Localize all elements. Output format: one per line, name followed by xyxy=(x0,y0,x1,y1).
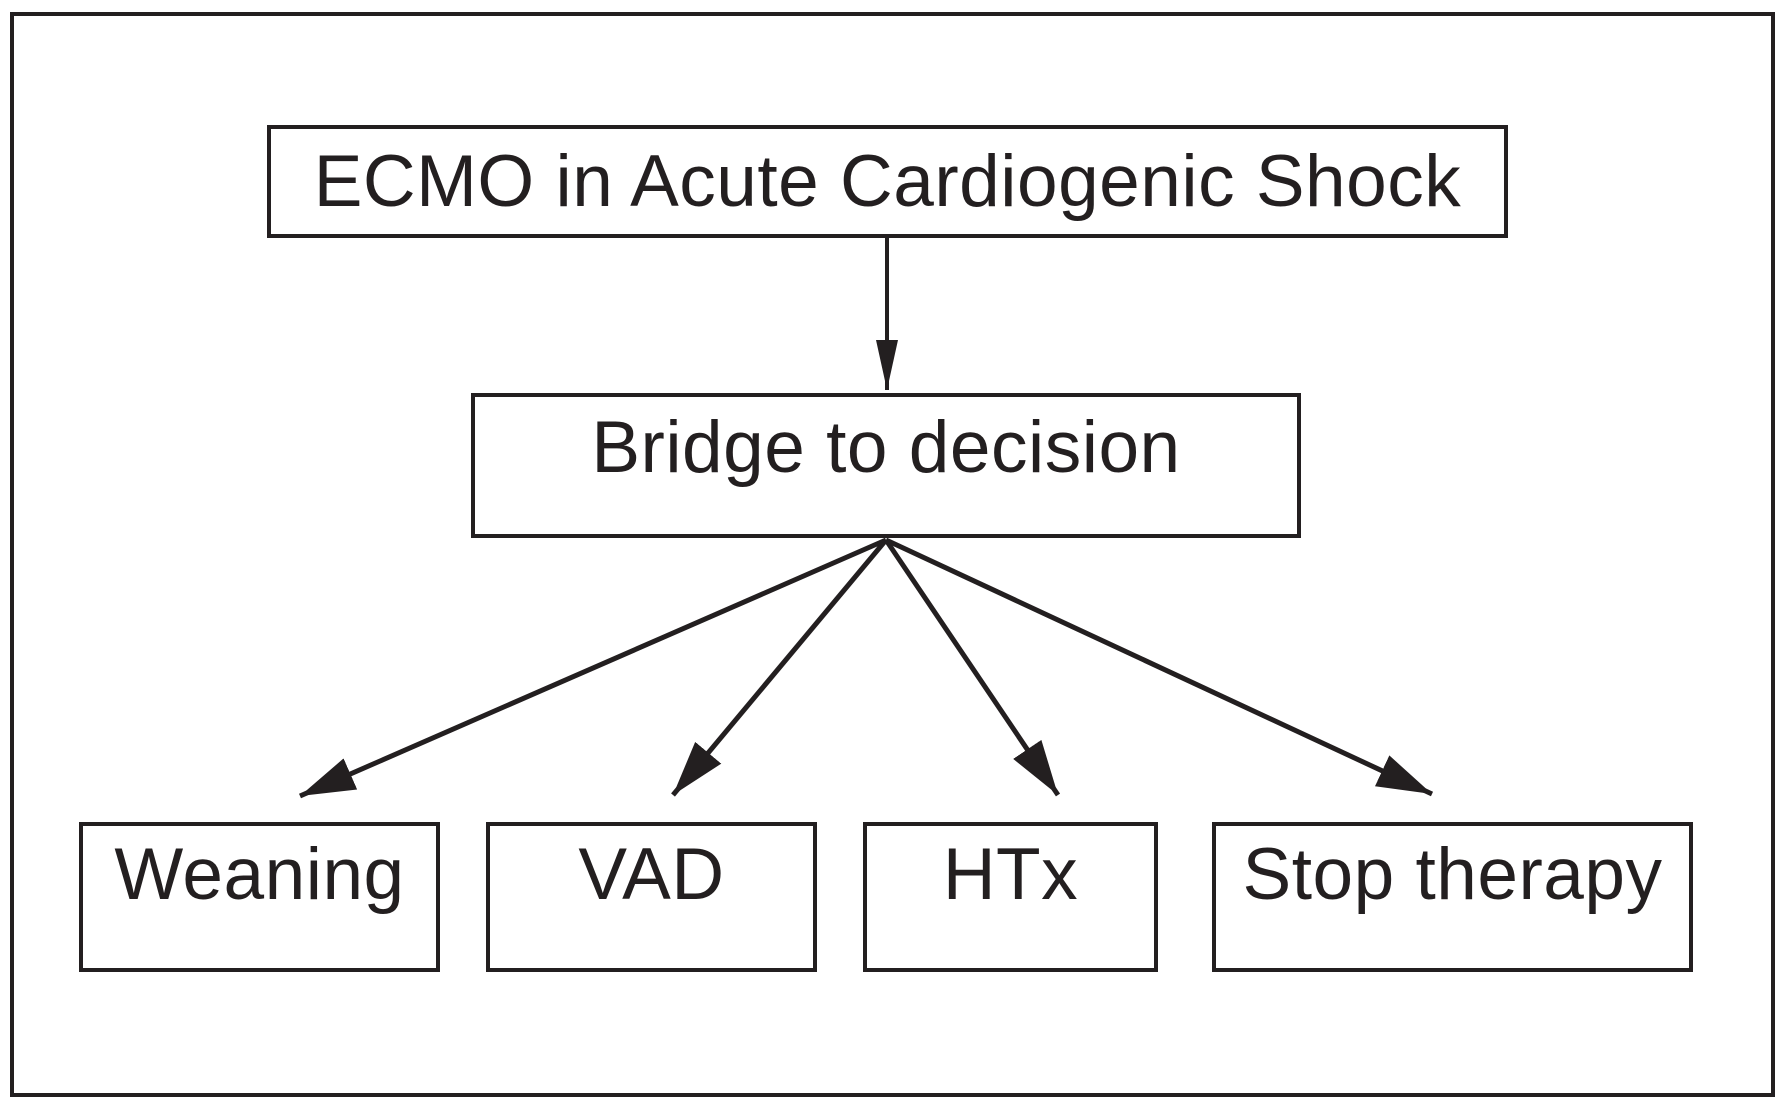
flowchart-box-bridge-to-decision: Bridge to decision xyxy=(471,393,1301,538)
flowchart-box-bridge-to-decision-label: Bridge to decision xyxy=(591,406,1181,488)
flowchart-box-ecmo: ECMO in Acute Cardiogenic Shock xyxy=(267,125,1508,238)
flowchart-box-stop-therapy-label: Stop therapy xyxy=(1242,833,1663,915)
flowchart-box-htx-label: HTx xyxy=(942,833,1079,915)
flowchart-box-weaning: Weaning xyxy=(79,822,440,972)
flowchart-box-vad-label: VAD xyxy=(578,833,725,915)
flowchart-box-vad: VAD xyxy=(486,822,817,972)
flowchart-box-ecmo-label: ECMO in Acute Cardiogenic Shock xyxy=(313,141,1462,222)
flowchart-box-weaning-label: Weaning xyxy=(114,833,405,915)
flowchart-box-stop-therapy: Stop therapy xyxy=(1212,822,1693,972)
flowchart-box-htx: HTx xyxy=(863,822,1158,972)
outer-border-frame xyxy=(10,12,1775,1097)
